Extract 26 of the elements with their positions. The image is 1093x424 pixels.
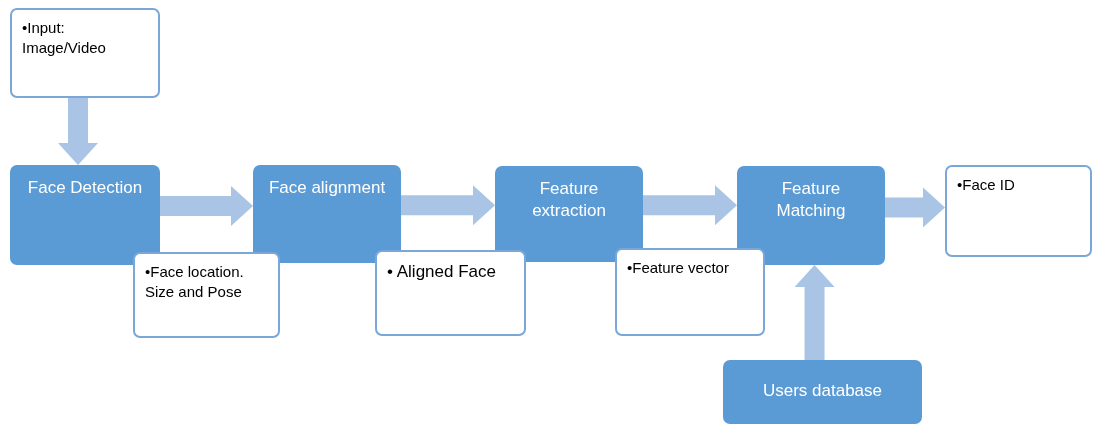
input-box (10, 8, 160, 98)
node-label: •Face location. Size and Pose (145, 262, 245, 302)
node-label: Face Detection (26, 177, 144, 199)
node-label: Users database (761, 380, 884, 402)
block-arrow (794, 265, 835, 360)
block-arrow (401, 185, 495, 226)
database-box (723, 360, 922, 424)
process-box (10, 165, 160, 265)
output-box (375, 250, 526, 336)
output-box (945, 165, 1092, 257)
node-label: •Input: Image/Video (22, 18, 107, 58)
node-label: Feature Matching (775, 178, 847, 222)
block-arrow (885, 187, 945, 228)
block-arrow (160, 186, 253, 226)
node-label: •Face ID (957, 175, 1016, 195)
node-label: •Feature vector (627, 258, 730, 278)
node-label: Face alignment (267, 177, 387, 199)
block-arrow (58, 98, 98, 165)
process-box (253, 165, 401, 263)
node-label: Feature extraction (531, 178, 607, 222)
node-label: • Aligned Face (387, 261, 497, 283)
process-box (737, 166, 885, 265)
process-box (495, 166, 643, 262)
output-box (133, 252, 280, 338)
block-arrow (643, 185, 737, 226)
output-box (615, 248, 765, 336)
